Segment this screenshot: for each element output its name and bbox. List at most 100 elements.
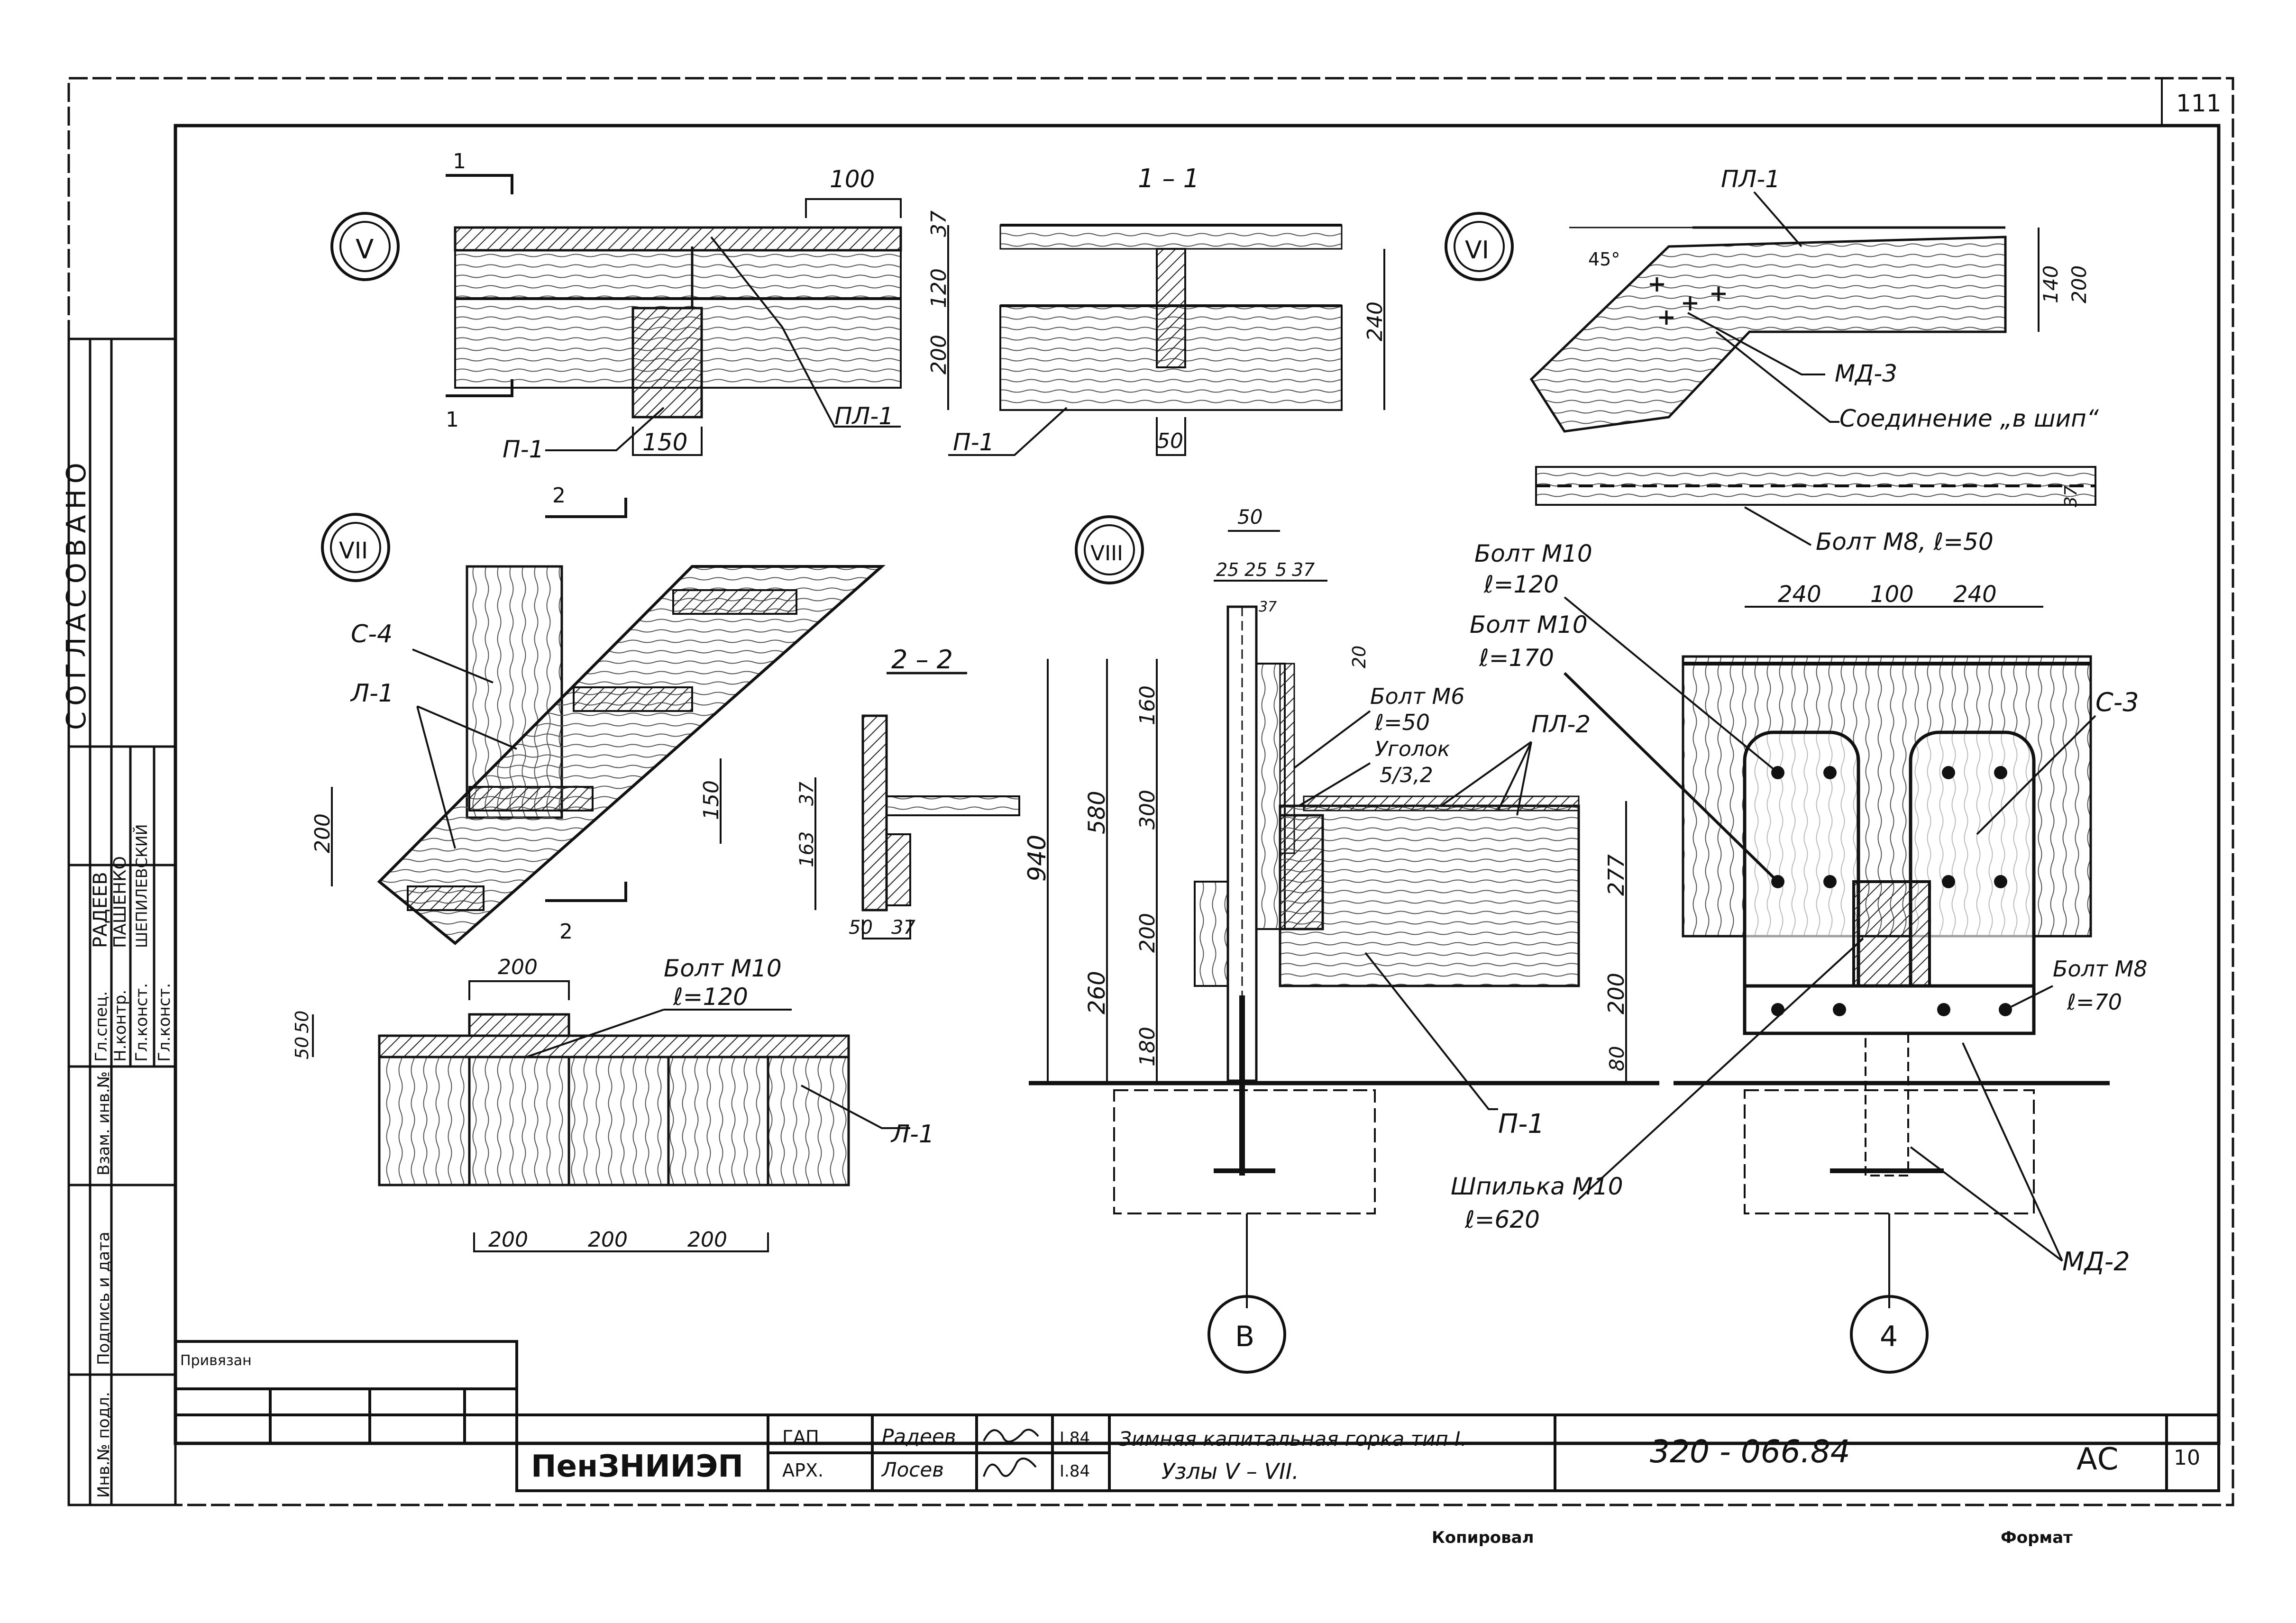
section-number: 1 bbox=[446, 408, 459, 432]
step bbox=[672, 589, 797, 615]
plate-bottom bbox=[1743, 984, 2036, 1035]
bolt-m8-label: Болт М8 bbox=[2053, 956, 2147, 982]
axis-marker-B bbox=[1207, 1295, 1286, 1374]
sidebar-role: Н.контр. bbox=[111, 990, 130, 1062]
dim-25: 25 bbox=[1216, 559, 1239, 580]
stamp-label: Инв.№ подл. bbox=[94, 1392, 113, 1498]
dim-120: 120 bbox=[927, 268, 951, 308]
dim-37: 37 bbox=[891, 917, 915, 939]
dim-25: 25 bbox=[1244, 559, 1267, 580]
bolt-m8-length: ℓ=70 bbox=[2067, 989, 2122, 1015]
bolt-m10-label: Болт М10 bbox=[664, 955, 782, 982]
drawing-title-line2: Узлы V – VII. bbox=[1162, 1459, 1299, 1484]
angle-label: Уголок bbox=[1375, 737, 1450, 761]
stud-pair bbox=[1865, 1032, 1909, 1176]
label-p1: П-1 bbox=[503, 436, 544, 463]
plan-dim-200: 200 bbox=[588, 1228, 628, 1252]
drawing-code: 320 - 066.84 bbox=[1650, 1433, 1850, 1470]
dim-260: 260 bbox=[1084, 971, 1110, 1014]
role-arch: АРХ. bbox=[782, 1460, 823, 1481]
dim-200: 200 bbox=[311, 813, 335, 853]
section-title: 1 – 1 bbox=[1138, 164, 1199, 193]
section-number: 2 bbox=[552, 483, 566, 508]
dim-200: 200 bbox=[1135, 913, 1160, 953]
node-marker-circle bbox=[1445, 212, 1514, 281]
dim-163: 163 bbox=[796, 831, 818, 867]
dim-5: 5 bbox=[1275, 559, 1287, 580]
signature-1 bbox=[983, 1429, 1039, 1443]
label-md2: МД-2 bbox=[2062, 1247, 2130, 1277]
drawing-title-line1: Зимняя капитальная горка тип I. bbox=[1119, 1427, 1467, 1450]
stud-length: ℓ=620 bbox=[1464, 1206, 1540, 1233]
label-pl1: ПЛ-1 bbox=[834, 402, 894, 430]
dim-20: 20 bbox=[1349, 646, 1370, 668]
dim-100: 100 bbox=[1870, 581, 1914, 608]
label-l1: Л-1 bbox=[350, 679, 394, 708]
bolt1-length: ℓ=120 bbox=[1483, 571, 1559, 598]
sidebar-roles: Гл.спец. Н.контр. Гл.конст. Гл.конст. bbox=[92, 983, 174, 1062]
dim-180: 180 bbox=[1135, 1027, 1160, 1067]
label-c3: С-3 bbox=[2095, 687, 2139, 717]
dim-37: 37 bbox=[796, 782, 818, 806]
section-1-1: 1 – 1 37 120 200 240 50 П-1 bbox=[927, 164, 1387, 456]
bottom-block bbox=[1194, 881, 1229, 987]
beam-end bbox=[1279, 814, 1324, 930]
node-VIII: VIII В 50 25 25 5 37 37 20 940 580 160 3… bbox=[1023, 505, 1659, 1374]
stamp-label: Взам. инв.№ bbox=[94, 1071, 113, 1176]
signature-2 bbox=[983, 1458, 1037, 1477]
plan-tread bbox=[378, 1034, 850, 1058]
attached-label: Привязан bbox=[180, 1352, 252, 1369]
stamp-label: Подпись и дата bbox=[94, 1231, 113, 1365]
dim-50: 50 bbox=[1157, 429, 1183, 453]
node-V: V 1 1 100 150 П-1 ПЛ-1 bbox=[330, 149, 902, 463]
node-marker-label: VII bbox=[339, 538, 368, 564]
section-number: 2 bbox=[559, 920, 573, 944]
name-gap: Радеев bbox=[882, 1425, 956, 1448]
footer-copied: Копировал bbox=[1432, 1528, 1534, 1547]
plan-boards bbox=[378, 1056, 850, 1186]
bolt2-label: Болт М10 bbox=[1470, 611, 1588, 638]
tread-section bbox=[886, 795, 1020, 816]
dim-37: 37 bbox=[927, 210, 951, 237]
dim-80: 80 bbox=[1605, 1046, 1628, 1071]
dim-240: 240 bbox=[1778, 581, 1821, 608]
joint-label: Соединение „в шип“ bbox=[1839, 405, 2099, 432]
plate-view: 4 240 100 240 Болт М10 ℓ=120 Болт М10 ℓ=… bbox=[1451, 540, 2147, 1374]
section-number: 1 bbox=[453, 149, 466, 173]
node-marker-circle bbox=[321, 513, 390, 582]
angle-size: 5/3,2 bbox=[1380, 763, 1433, 787]
name-arch: Лосев bbox=[881, 1458, 944, 1481]
angle-label: 45° bbox=[1588, 249, 1620, 270]
center-block bbox=[1852, 880, 1931, 987]
label-pl2: ПЛ-2 bbox=[1531, 711, 1591, 738]
label-p1: П-1 bbox=[953, 429, 994, 456]
role-gap: ГАП bbox=[782, 1427, 819, 1448]
dim-200: 200 bbox=[2067, 265, 2091, 303]
label-p1: П-1 bbox=[1498, 1109, 1545, 1140]
dim-50: 50 bbox=[1237, 505, 1262, 529]
bolt1-label: Болт М10 bbox=[1474, 540, 1592, 567]
section-cut-mark bbox=[446, 174, 513, 397]
post-p1 bbox=[631, 307, 703, 419]
node-marker-label: VI bbox=[1465, 236, 1489, 264]
left-stamp bbox=[67, 337, 177, 1506]
plate-pl2 bbox=[1303, 795, 1580, 812]
post bbox=[1156, 248, 1186, 368]
label-pl1: ПЛ-1 bbox=[1721, 165, 1780, 193]
bolt-group bbox=[1650, 277, 1726, 325]
plan-dim-50a: 50 bbox=[292, 1011, 312, 1033]
dim-37: 37 bbox=[1259, 599, 1277, 615]
label-c4: С-4 bbox=[351, 620, 393, 648]
bolt-m6-length: ℓ=50 bbox=[1374, 710, 1430, 735]
step bbox=[573, 686, 693, 712]
dim-37: 37 bbox=[2061, 485, 2081, 507]
footing bbox=[1744, 1089, 2035, 1214]
title-block bbox=[174, 1340, 2220, 1492]
plan-dim-200: 200 bbox=[687, 1228, 727, 1252]
sheet-number: 111 bbox=[2176, 90, 2221, 117]
sidebar-role: Гл.конст. bbox=[132, 983, 151, 1062]
section-title: 2 – 2 bbox=[891, 645, 953, 675]
dim-top: 100 bbox=[830, 165, 875, 193]
plan-dim-200: 200 bbox=[498, 955, 538, 979]
dim-37: 37 bbox=[1292, 559, 1315, 580]
